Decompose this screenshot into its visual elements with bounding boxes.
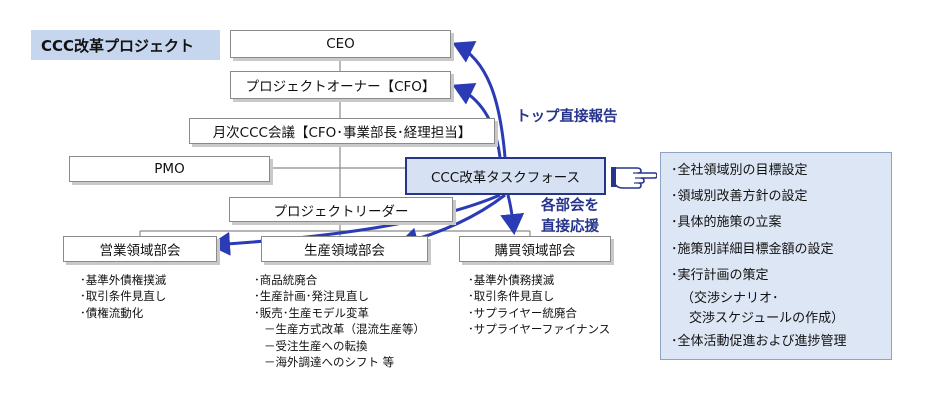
duty-item: ･領域別改善方針の設定 <box>671 189 808 205</box>
sales-activity-list: ･基準外債権撲滅 ･取引条件見直し ･債権流動化 <box>80 272 166 321</box>
callout-direct-support: 各部会を 直接応援 <box>541 196 599 238</box>
taskforce-duties-panel: ･全社領域別の目標設定 ･領域別改善方針の設定 ･具体的施策の立案 ･施策別詳細… <box>660 152 892 360</box>
duty-item: ･実行計画の策定 <box>671 267 769 283</box>
dept-production-box: 生産領域部会 <box>261 236 428 262</box>
arrow-report-owner <box>452 82 502 158</box>
list-item: ･基準外債務撲滅 <box>468 273 555 287</box>
callout-top-report: トップ直接報告 <box>516 109 618 125</box>
list-item: ･サプライヤー統廃合 <box>468 305 577 320</box>
council-box: 月次CCC会議【CFO･事業部長･経理担当】 <box>189 118 495 144</box>
leader-box: プロジェクトリーダー <box>229 197 453 222</box>
duty-item: ･全社領域別の目標設定 <box>671 163 808 178</box>
pmo-box: PMO <box>69 156 270 182</box>
duty-item: ･全体活動促進および進捗管理 <box>671 334 847 350</box>
list-item: ･販売･生産モデル変革 <box>254 305 369 320</box>
duty-subitem: 交渉スケジュールの作成） <box>689 311 845 327</box>
duty-subitem: （交渉シナリオ･ <box>681 291 779 307</box>
production-activity-list: ･商品統廃合 ･生産計画･発注見直し ･販売･生産モデル変革 －生産方式改革（混… <box>254 272 425 370</box>
callout-support-line2: 直接応援 <box>541 219 599 235</box>
project-title: CCC改革プロジェクト <box>31 30 220 60</box>
list-item: ･サプライヤーファイナンス <box>468 322 611 337</box>
duty-item: ･施策別詳細目標金額の設定 <box>671 241 834 257</box>
arrow-support-purchasing <box>500 194 525 235</box>
list-item: －生産方式改革（混流生産等） <box>264 322 425 337</box>
list-item: －海外調達へのシフト 等 <box>264 355 395 370</box>
arrow-report-ceo <box>452 41 507 158</box>
list-item: ･商品統廃合 <box>254 273 318 287</box>
ceo-box: CEO <box>230 30 451 58</box>
arrow-support-sales <box>209 193 501 256</box>
taskforce-box: CCC改革タスクフォース <box>405 157 606 195</box>
pointing-hand-icon <box>611 167 657 189</box>
purchasing-activity-list: ･基準外債務撲滅 ･取引条件見直し ･サプライヤー統廃合 ･サプライヤーファイナ… <box>468 272 610 338</box>
list-item: ･基準外債権撲滅 <box>80 273 167 287</box>
list-item: ･取引条件見直し <box>80 289 167 304</box>
callout-support-line1: 各部会を <box>541 198 599 214</box>
list-item: －受注生産への転換 <box>264 338 368 353</box>
list-item: ･取引条件見直し <box>468 289 555 304</box>
dept-purchasing-box: 購買領域部会 <box>459 236 611 262</box>
owner-box: プロジェクトオーナー【CFO】 <box>230 71 451 99</box>
dept-sales-box: 営業領域部会 <box>63 236 217 262</box>
duty-item: ･具体的施策の立案 <box>671 215 782 231</box>
list-item: ･債権流動化 <box>80 305 144 320</box>
list-item: ･生産計画･発注見直し <box>254 289 369 304</box>
